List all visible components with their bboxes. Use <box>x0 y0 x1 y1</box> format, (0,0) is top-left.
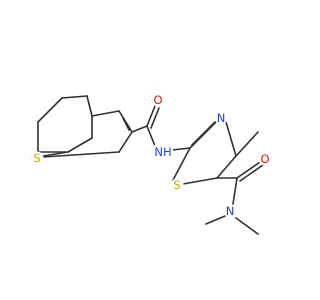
bond-thio-4 <box>42 151 120 158</box>
atom-s-thiazole: S <box>170 178 184 192</box>
atom-label-layer: S O NH N S O N <box>30 93 272 218</box>
bond-c-carbonyl <box>131 125 148 133</box>
bond-carbonyl2-n <box>232 177 238 205</box>
molecule-structure-diagram: S O NH N S O N <box>30 93 272 235</box>
bond-thz-5 <box>171 147 191 183</box>
atom-s-thiazole-text: S <box>173 178 180 192</box>
atom-nh-amide-text: NH <box>154 145 171 159</box>
bond-carbonyl2-o <box>236 161 261 179</box>
bond-methyl <box>235 131 259 157</box>
bond-nh-c2 <box>171 147 191 151</box>
bond-thz-double-inner <box>191 120 217 146</box>
bond-thio-double-inner <box>122 117 130 131</box>
bond-thz-2 <box>225 121 237 157</box>
atom-s-thiophene: S <box>30 151 44 165</box>
atom-o-amide-left-text: O <box>153 93 162 107</box>
bond-ring7-3 <box>86 95 93 117</box>
bond-ring7-2 <box>61 95 88 99</box>
bond-carbonyl2-double <box>239 164 264 182</box>
bond-thz-3 <box>216 155 237 179</box>
atom-s-thiophene-text: S <box>33 151 40 165</box>
atom-nh-amide: NH <box>154 145 173 160</box>
bond-n-methyl-a <box>205 215 226 225</box>
atom-o-amide-right: O <box>258 152 272 166</box>
bond-thz-4 <box>182 177 218 185</box>
bond-thio-1 <box>91 110 120 117</box>
bond-carbonyl-nh <box>146 125 156 147</box>
atom-o-amide-right-text: O <box>260 152 269 166</box>
bond-thio-3 <box>118 131 133 153</box>
atom-n-thiazole-text: N <box>217 111 226 125</box>
atom-o-amide-left: O <box>151 93 165 107</box>
bond-carbonyl-o <box>146 105 156 127</box>
bond-ring7-1 <box>37 97 63 123</box>
bond-carbonyl-double <box>150 107 160 129</box>
atom-n-dimethyl: N <box>223 204 237 218</box>
atom-n-dimethyl-text: N <box>226 204 235 218</box>
bond-n-methyl-b <box>235 217 259 235</box>
bond-ring7-5 <box>67 137 93 153</box>
atom-n-thiazole: N <box>214 111 228 125</box>
